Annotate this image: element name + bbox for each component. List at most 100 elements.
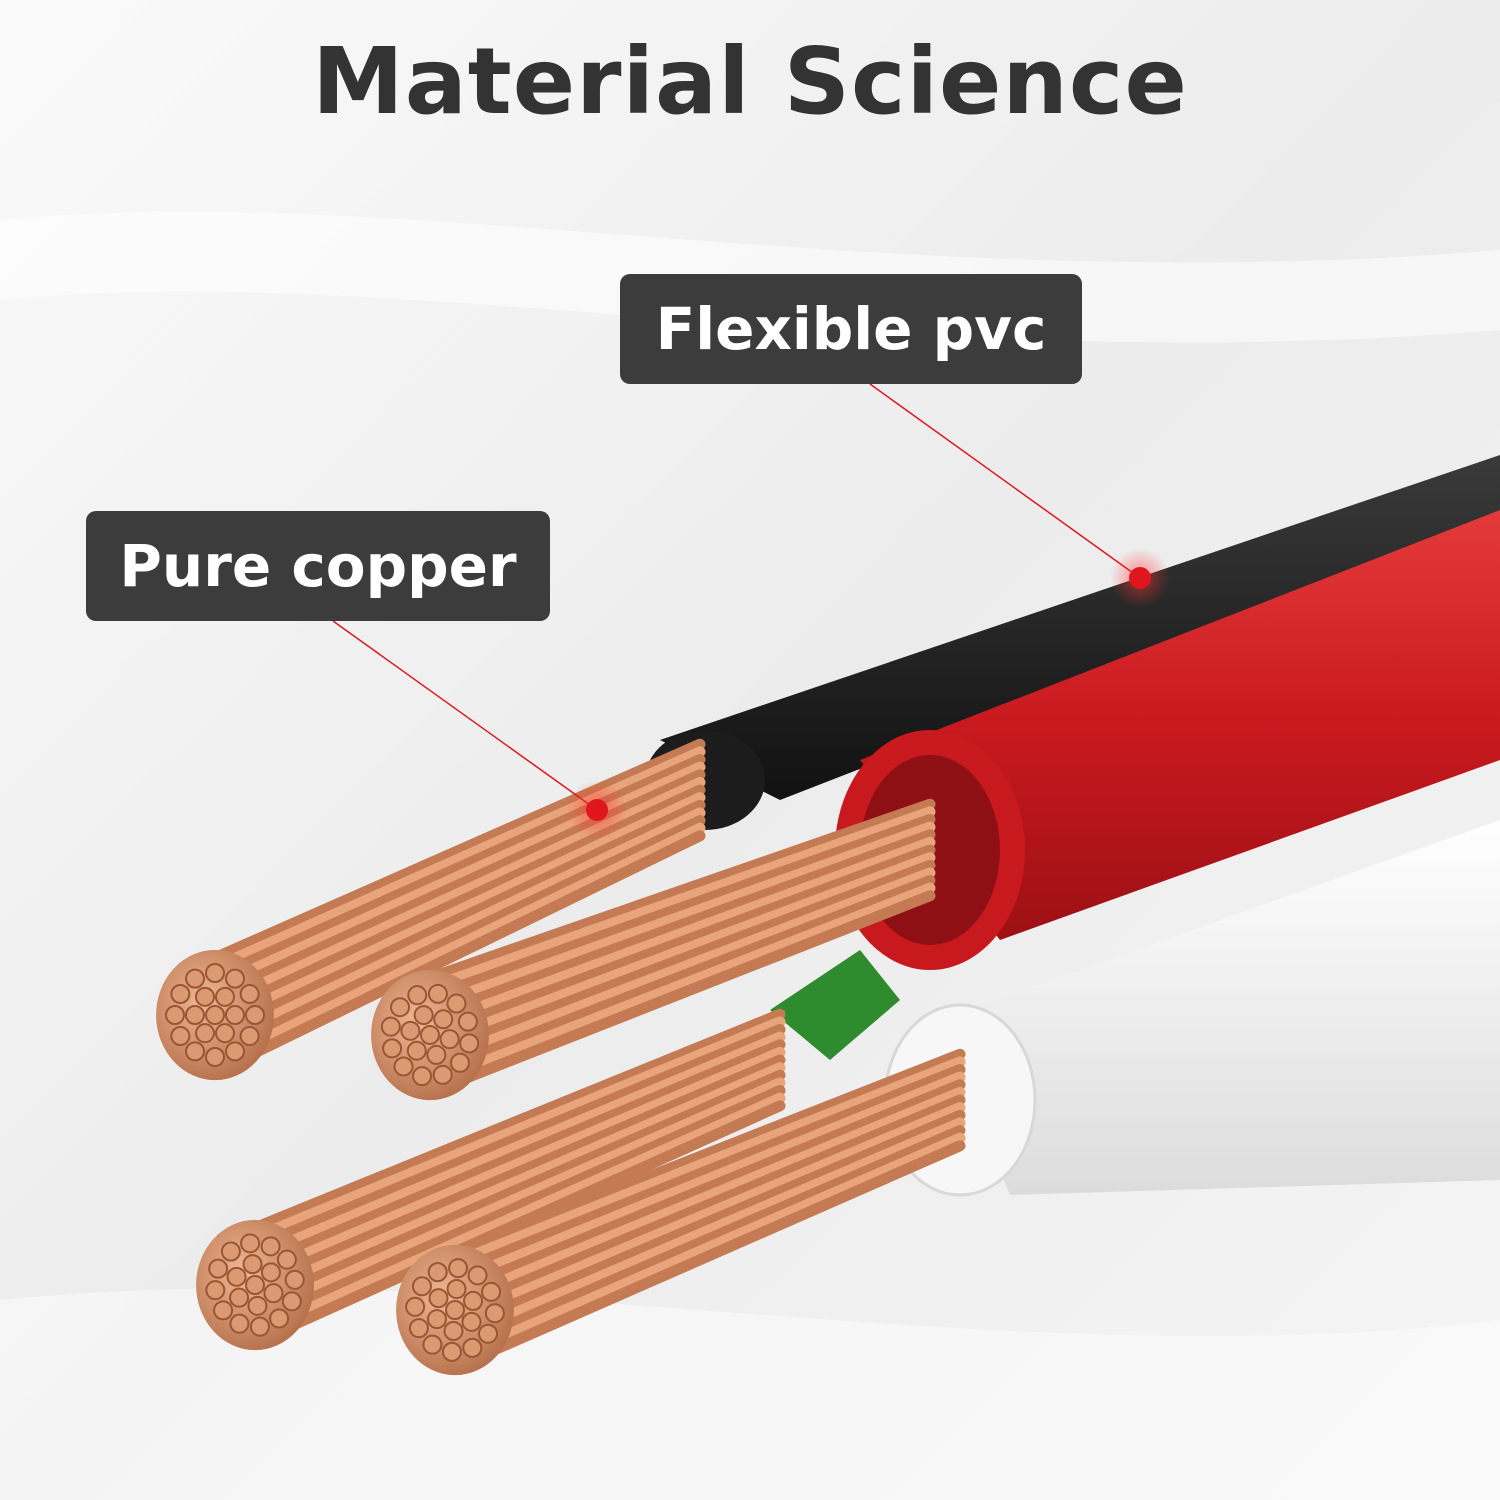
copper-strand-end bbox=[205, 1280, 226, 1301]
copper-strand bbox=[209, 807, 706, 1050]
copper-strand-end bbox=[428, 1288, 449, 1309]
copper-strand-end bbox=[426, 1309, 447, 1330]
copper-strand bbox=[249, 1054, 786, 1291]
copper-strand bbox=[449, 1132, 966, 1364]
copper-strand-end bbox=[245, 1275, 265, 1295]
copper-strand-end bbox=[205, 1005, 225, 1025]
copper-strand-end bbox=[427, 1262, 448, 1283]
copper-strand-end bbox=[276, 1249, 297, 1270]
copper-strand bbox=[209, 799, 706, 1040]
copper-strand-end bbox=[432, 1064, 453, 1085]
copper-strand-end bbox=[215, 986, 235, 1007]
copper-strand bbox=[249, 1046, 786, 1281]
copper-strand-end bbox=[481, 1281, 502, 1302]
copper-strand bbox=[449, 1071, 966, 1287]
copper-strand-end bbox=[226, 1266, 247, 1287]
copper-strand-end bbox=[457, 1011, 478, 1032]
copper-strand-end bbox=[281, 1291, 302, 1312]
copper-strand bbox=[249, 1016, 786, 1243]
copper-strand-end bbox=[205, 963, 225, 983]
pvc-leader-line bbox=[869, 383, 1141, 579]
copper-strand-end bbox=[446, 993, 467, 1014]
copper-strand bbox=[209, 746, 706, 973]
copper-strand-end bbox=[420, 1025, 440, 1045]
copper-strand bbox=[209, 815, 706, 1059]
copper-strand-end bbox=[269, 1308, 290, 1329]
copper-strand-end bbox=[239, 984, 260, 1004]
copper-strand bbox=[449, 1140, 966, 1373]
copper-strand-end bbox=[263, 1283, 284, 1304]
copper-strand bbox=[424, 836, 936, 1031]
copper-strand-end bbox=[208, 1258, 229, 1279]
copper-strand-end bbox=[408, 1318, 429, 1339]
copper-marker bbox=[567, 780, 627, 840]
copper-strand-end bbox=[195, 1023, 215, 1044]
copper-strand-end bbox=[242, 1254, 263, 1275]
copper-strand-end bbox=[165, 1005, 185, 1025]
copper-strand bbox=[449, 1125, 966, 1354]
copper-strand-end bbox=[427, 983, 448, 1004]
copper-strand-end bbox=[225, 1005, 245, 1025]
pvc-marker bbox=[1110, 548, 1170, 608]
copper-strand-end bbox=[239, 1026, 260, 1046]
copper-strand-end bbox=[412, 1066, 433, 1087]
copper-strand-end bbox=[247, 1295, 268, 1316]
page-title: Material Science bbox=[312, 28, 1188, 135]
copper-strand bbox=[424, 882, 936, 1089]
copper-strand bbox=[209, 738, 706, 964]
copper-strand-end bbox=[170, 1026, 191, 1046]
copper-strand bbox=[449, 1102, 966, 1326]
copper-strand-end bbox=[284, 1269, 305, 1290]
copper-strand-end bbox=[225, 968, 245, 989]
copper-strand bbox=[249, 1039, 786, 1272]
copper-strand bbox=[449, 1086, 966, 1306]
copper-strand bbox=[449, 1117, 966, 1345]
copper-strand-end bbox=[405, 1296, 426, 1317]
copper-strand-end bbox=[240, 1233, 261, 1254]
copper-strand bbox=[209, 822, 706, 1069]
copper-strand-end bbox=[380, 1016, 401, 1037]
copper-strand-end bbox=[245, 1005, 265, 1025]
copper-strand-end bbox=[229, 1313, 250, 1334]
copper-strand bbox=[249, 1069, 786, 1310]
copper-strand bbox=[449, 1079, 966, 1297]
copper-strand-end bbox=[185, 1041, 205, 1062]
copper-bundle bbox=[371, 798, 936, 1101]
copper-strand bbox=[249, 1077, 786, 1320]
copper-strand-end bbox=[411, 1276, 432, 1297]
copper-strand-end bbox=[213, 1300, 234, 1321]
copper-strand bbox=[249, 1008, 786, 1234]
copper-strand bbox=[424, 844, 936, 1041]
copper-strand-end bbox=[449, 1052, 470, 1073]
copper-strand bbox=[449, 1094, 966, 1316]
copper-strand-end bbox=[445, 1300, 465, 1320]
copper-strand bbox=[424, 890, 936, 1098]
copper-strand-end bbox=[260, 1236, 281, 1257]
copper-strand bbox=[424, 859, 936, 1060]
copper-leader-line bbox=[332, 620, 598, 811]
copper-strand-end bbox=[185, 1005, 205, 1025]
copper-strand-end bbox=[185, 968, 205, 989]
copper-strand-end bbox=[448, 1258, 469, 1279]
copper-bundle bbox=[396, 1048, 966, 1376]
copper-strand bbox=[424, 821, 936, 1012]
copper-strand bbox=[424, 798, 936, 984]
copper-strand bbox=[424, 867, 936, 1070]
copper-strand bbox=[249, 1092, 786, 1339]
copper-strand bbox=[449, 1063, 966, 1278]
copper-strand-end bbox=[463, 1290, 484, 1311]
copper-strand-end bbox=[225, 1041, 245, 1062]
copper-strand-end bbox=[215, 1023, 235, 1044]
copper-strand-end bbox=[393, 1056, 414, 1077]
copper-strand-end bbox=[170, 984, 191, 1004]
copper-strand bbox=[449, 1109, 966, 1335]
copper-strand-end bbox=[229, 1287, 250, 1308]
copper-strand-end bbox=[220, 1241, 241, 1262]
copper-strand bbox=[249, 1023, 786, 1253]
copper-strand-end bbox=[390, 997, 411, 1018]
copper-conductors bbox=[156, 738, 966, 1376]
copper-strand-end bbox=[441, 1341, 462, 1362]
copper-strand-end bbox=[413, 1005, 434, 1026]
copper-strand-end bbox=[205, 1047, 225, 1067]
copper-strand-end bbox=[461, 1311, 482, 1332]
